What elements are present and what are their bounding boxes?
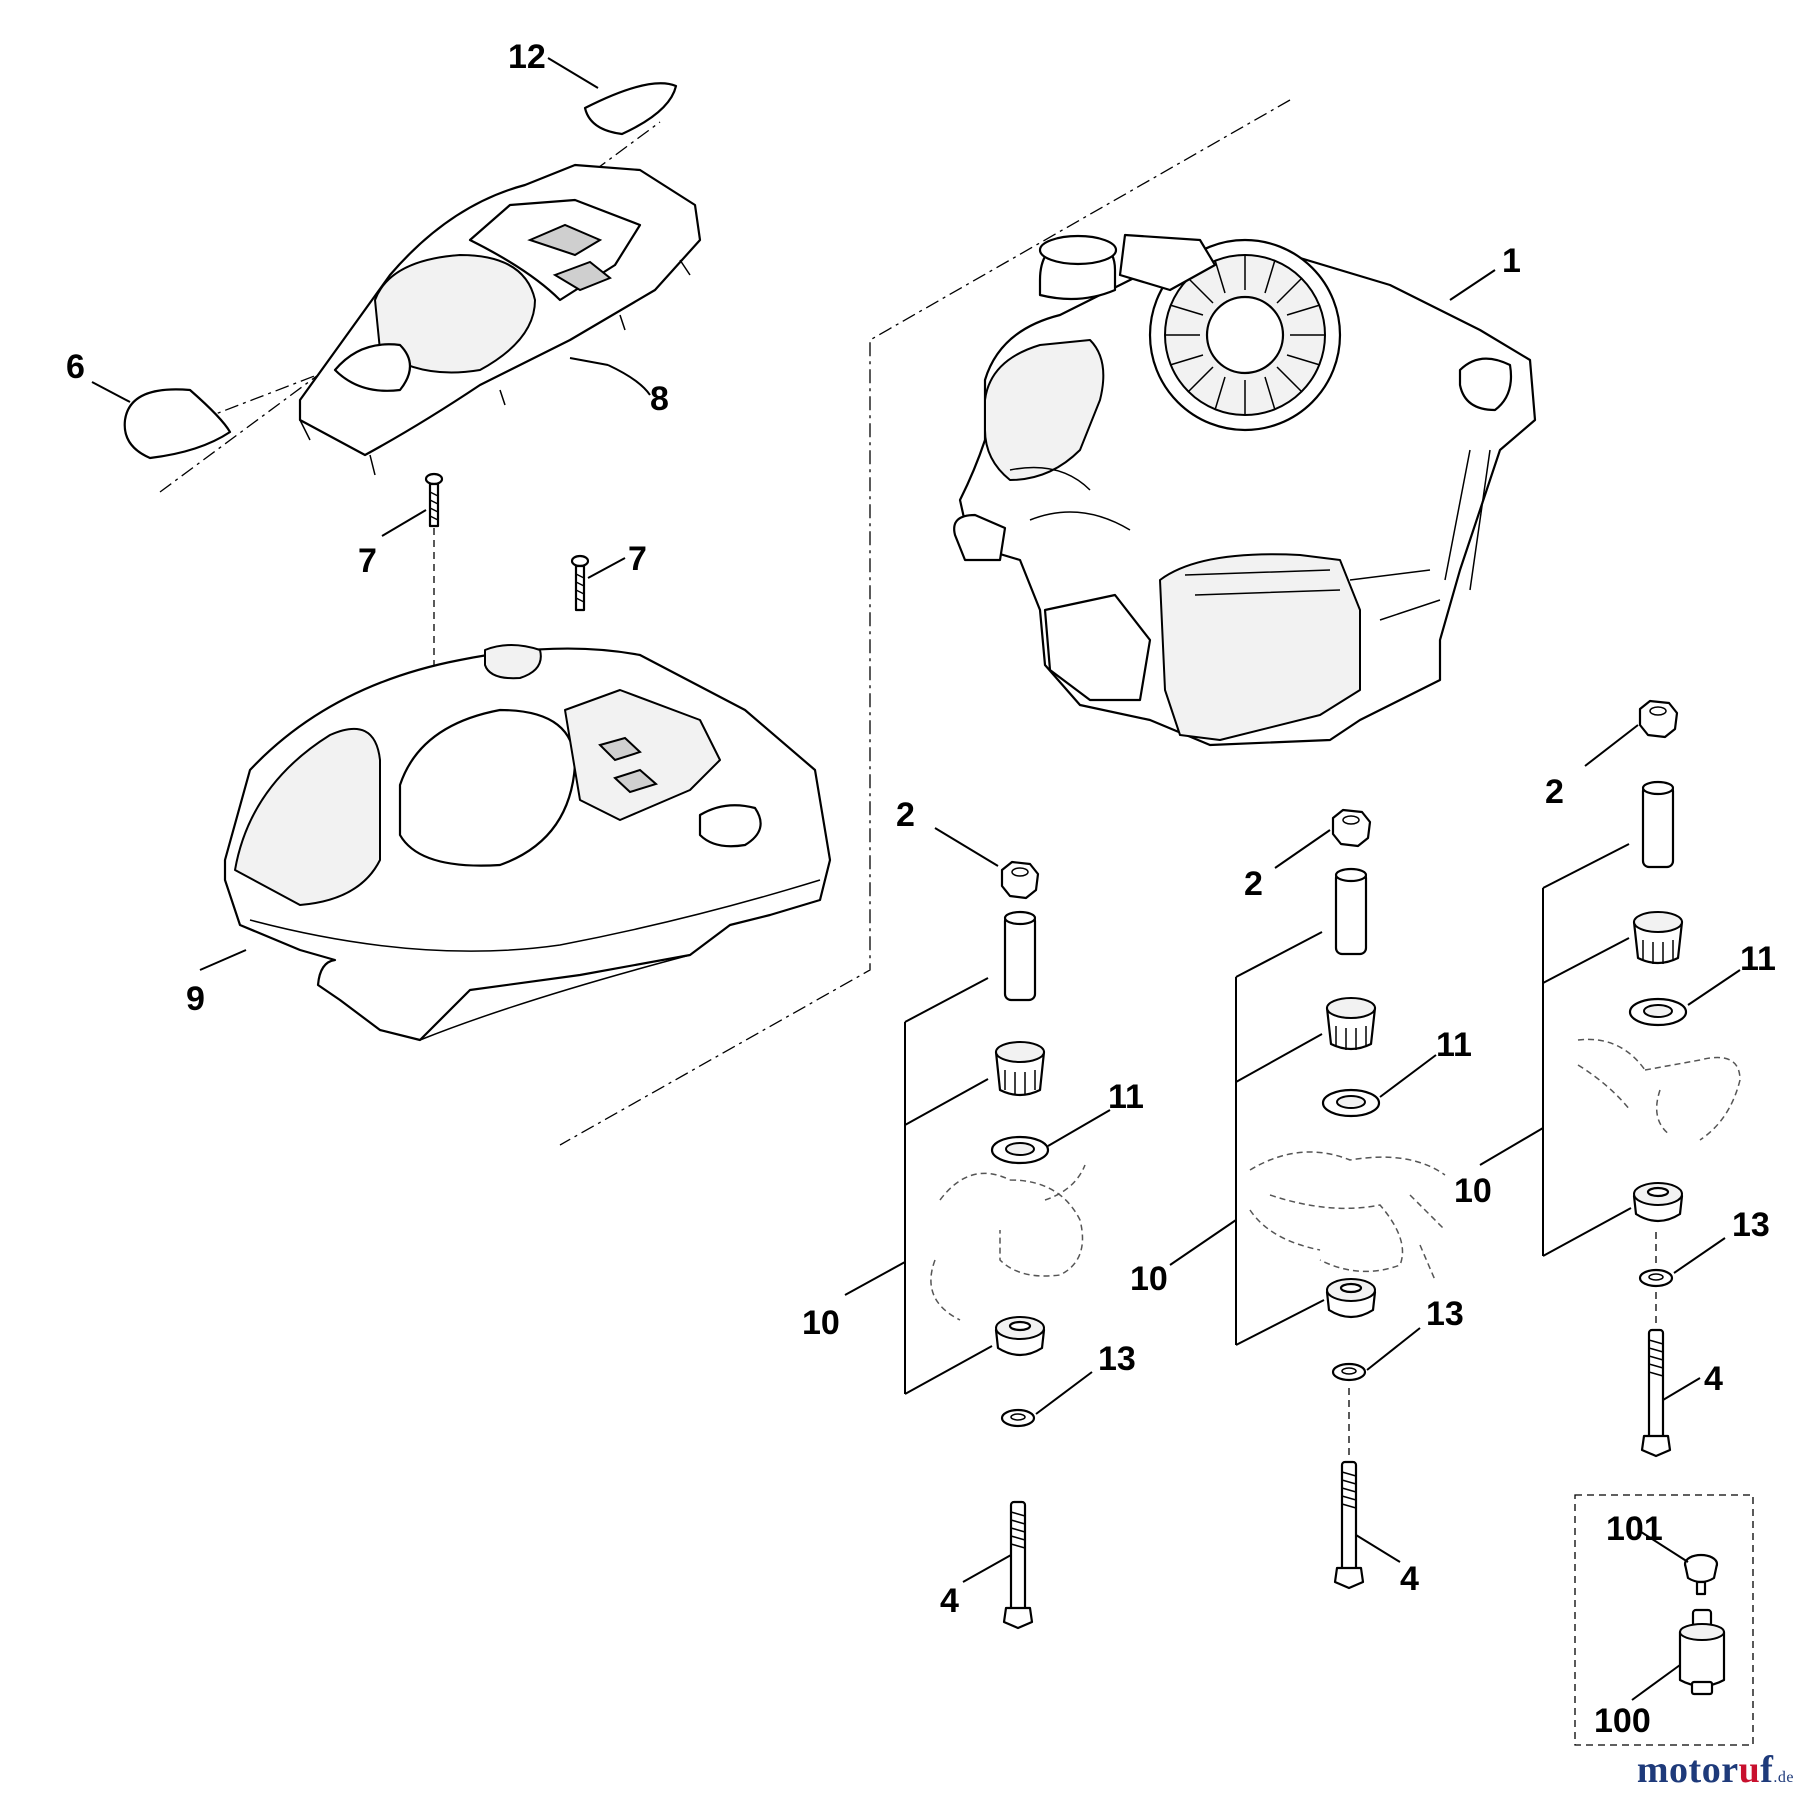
- callout-2-a: 2: [896, 796, 915, 834]
- callout-2-b: 2: [1244, 865, 1263, 903]
- rubber-bushing-b[interactable]: [1325, 997, 1377, 1051]
- callout-1: 1: [1502, 242, 1521, 280]
- part-2-nut-c[interactable]: [1638, 699, 1679, 739]
- part-4-bolt-c[interactable]: [1640, 1328, 1672, 1458]
- callout-10-a: 10: [802, 1304, 840, 1342]
- part-4-bolt-b[interactable]: [1333, 1460, 1365, 1590]
- part-11-washer-b[interactable]: [1321, 1088, 1381, 1118]
- callout-7-b: 7: [628, 540, 647, 578]
- spacer-sleeve-a[interactable]: [1003, 910, 1037, 1002]
- callout-2-c: 2: [1545, 773, 1564, 811]
- mount-stack-b: [1235, 808, 1446, 1590]
- part-4-bolt-a[interactable]: [1002, 1500, 1034, 1630]
- part-11-washer-a[interactable]: [990, 1135, 1050, 1165]
- callout-labels: 12 6 8 7 7 9 1 2 2 2 11 11 11 10 10 10 1…: [66, 38, 1776, 1740]
- part-9-engine-shroud[interactable]: [223, 644, 832, 1042]
- logo-end: f: [1760, 1749, 1774, 1791]
- part-11-washer-c[interactable]: [1628, 997, 1688, 1027]
- spacer-sleeve-c[interactable]: [1641, 780, 1675, 869]
- callout-101: 101: [1606, 1510, 1663, 1548]
- mount-stack-a: [904, 860, 1086, 1630]
- callout-13-b: 13: [1426, 1295, 1464, 1333]
- callout-13-c: 13: [1732, 1206, 1770, 1244]
- part-7-screw-a[interactable]: [424, 472, 444, 528]
- rubber-mount-a[interactable]: [994, 1316, 1046, 1357]
- rubber-mount-c[interactable]: [1632, 1182, 1684, 1223]
- part-101-small-screw[interactable]: [1683, 1553, 1719, 1596]
- part-2-nut-b[interactable]: [1331, 808, 1372, 848]
- part-13-washer-c[interactable]: [1638, 1268, 1674, 1288]
- callout-4-b: 4: [1400, 1560, 1419, 1598]
- callout-7-a: 7: [358, 542, 377, 580]
- part-12-cover-cap[interactable]: [583, 82, 678, 136]
- rubber-mount-b[interactable]: [1325, 1278, 1377, 1319]
- logo-tld: .de: [1773, 1769, 1794, 1786]
- callout-13-a: 13: [1098, 1340, 1136, 1378]
- part-13-washer-b[interactable]: [1331, 1362, 1367, 1382]
- part-1-engine[interactable]: [953, 233, 1537, 747]
- callout-10-c: 10: [1454, 1172, 1492, 1210]
- callout-8: 8: [650, 380, 669, 418]
- callout-4-a: 4: [940, 1582, 959, 1620]
- logo-accent: u: [1738, 1749, 1761, 1791]
- callout-11-b: 11: [1436, 1026, 1472, 1064]
- callout-10-b: 10: [1130, 1260, 1168, 1298]
- mount-stack-c: [1542, 699, 1741, 1458]
- part-13-washer-a[interactable]: [1000, 1408, 1036, 1428]
- callout-12: 12: [508, 38, 546, 76]
- inset-box: [1574, 1494, 1754, 1746]
- rubber-bushing-a[interactable]: [994, 1041, 1046, 1097]
- part-6-shield-cover[interactable]: [123, 388, 232, 460]
- part-7-screw-b[interactable]: [570, 554, 590, 612]
- logo-start: motor: [1636, 1749, 1739, 1791]
- part-100-pin[interactable]: [1678, 1608, 1726, 1696]
- callout-9: 9: [186, 980, 205, 1018]
- motoruf-logo: motoruf.de: [1637, 1748, 1794, 1792]
- callout-11-c: 11: [1740, 940, 1776, 978]
- callout-6: 6: [66, 348, 85, 386]
- spacer-sleeve-b[interactable]: [1334, 867, 1368, 956]
- rubber-bushing-c[interactable]: [1632, 911, 1684, 965]
- part-8-upper-cover[interactable]: [298, 163, 702, 476]
- part-2-nut-a[interactable]: [1000, 860, 1040, 900]
- callout-11-a: 11: [1108, 1078, 1144, 1116]
- callout-4-c: 4: [1704, 1360, 1723, 1398]
- leader-lines: [91, 57, 1741, 1701]
- callout-100: 100: [1594, 1702, 1651, 1740]
